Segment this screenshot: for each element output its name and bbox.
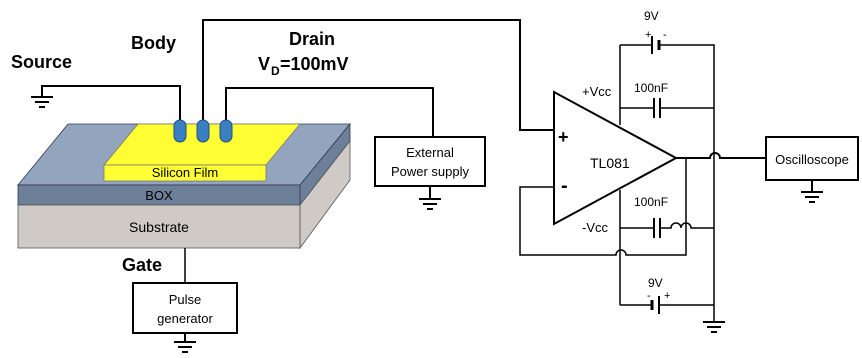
drain-label: Drain xyxy=(289,29,335,49)
opamp-supply-ground-symbol xyxy=(703,321,725,333)
opamp-triangle xyxy=(553,90,679,226)
source-label: Source xyxy=(11,52,72,72)
opamp-minus: - xyxy=(561,175,568,197)
svg-text:=100mV: =100mV xyxy=(280,54,349,74)
gate-label: Gate xyxy=(122,255,162,275)
pulse-generator-line1: Pulse xyxy=(169,292,202,307)
capacitor-bottom-label: 100nF xyxy=(634,195,668,209)
body-label: Body xyxy=(131,33,176,53)
silicon-film-front xyxy=(103,164,267,182)
body-to-opamp-wire xyxy=(202,19,554,131)
battery-top-label: 9V xyxy=(644,9,659,23)
box-label: BOX xyxy=(145,188,173,203)
battery-bottom-minus: - xyxy=(647,290,651,302)
vcc-positive-label: +Vcc xyxy=(582,84,612,99)
capacitor-top-label: 100nF xyxy=(634,81,668,95)
external-supply-line1: External xyxy=(406,145,454,160)
substrate-layer xyxy=(17,204,301,249)
supply-ground-symbol xyxy=(419,198,441,210)
battery-top-minus: - xyxy=(663,29,667,41)
svg-text:V: V xyxy=(258,54,270,74)
oscilloscope-ground-symbol xyxy=(801,191,823,203)
vd-label: V D =100mV xyxy=(258,54,349,78)
pulse-generator-box xyxy=(132,282,238,334)
pulse-ground-symbol xyxy=(174,341,196,353)
substrate-label: Substrate xyxy=(129,219,189,235)
external-supply-line2: Power supply xyxy=(391,164,470,179)
pulse-generator-line2: generator xyxy=(157,311,213,326)
svg-text:D: D xyxy=(271,64,280,78)
source-wire xyxy=(41,85,181,110)
battery-top-plus: + xyxy=(645,29,651,41)
drain-probe xyxy=(219,110,233,143)
body-probe xyxy=(196,110,210,143)
opamp-plus: + xyxy=(558,127,569,147)
opamp-output-wire xyxy=(676,152,766,159)
drain-to-supply-wire xyxy=(225,87,434,137)
feedback-wire xyxy=(519,158,687,256)
external-power-supply-box xyxy=(374,136,486,187)
source-probe xyxy=(173,110,187,143)
battery-bottom-label: 9V xyxy=(648,276,663,290)
oscilloscope-label: Oscilloscope xyxy=(775,152,849,167)
silicon-film-label: Silicon Film xyxy=(152,165,218,180)
battery-bottom-plus: + xyxy=(664,290,670,302)
oscilloscope-box xyxy=(765,136,859,181)
capacitor-bottom-wire-right xyxy=(660,222,714,229)
battery-top-wire-right xyxy=(659,44,715,322)
source-ground-symbol xyxy=(31,96,53,108)
opamp-label: TL081 xyxy=(590,155,630,171)
vcc-negative-label: -Vcc xyxy=(582,220,609,235)
